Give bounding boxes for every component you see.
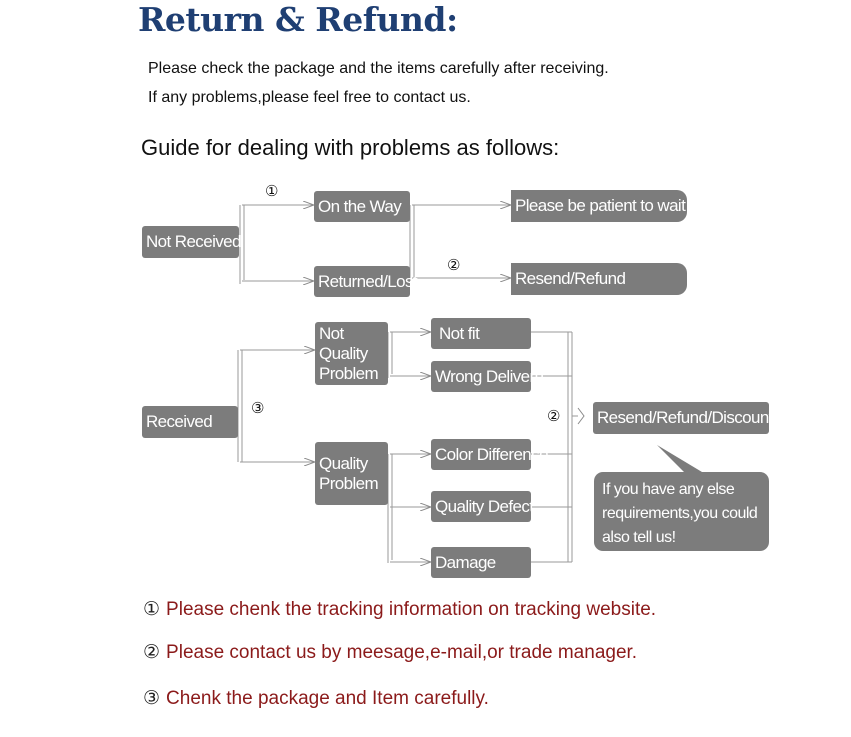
on-the-way-box: On the Way <box>314 191 410 222</box>
quality-line-1: Quality <box>319 453 368 473</box>
quality-line-2: Problem <box>319 473 379 493</box>
resend-refund-box: Resend/Refund <box>511 263 687 295</box>
guide-heading: Guide for dealing with problems as follo… <box>141 135 560 160</box>
resend-refund-discount-box: Resend/Refund/Discount <box>593 402 773 434</box>
footnote-3-number: ③ <box>143 688 161 709</box>
note-tail <box>657 445 712 478</box>
marker-three: ③ <box>251 400 265 417</box>
quality-defect-box: Quality Defect <box>431 491 534 522</box>
not-fit-box: Not fit <box>431 318 531 349</box>
marker-one: ① <box>265 183 279 200</box>
footnote-3-text: Chenk the package and Item carefully. <box>166 688 489 709</box>
marker-two: ② <box>447 257 461 274</box>
not-quality-problem-box: Not Quality Problem <box>315 322 388 385</box>
not-received-box: Not Received <box>142 226 241 258</box>
page-title: Return & Refund: <box>138 0 458 39</box>
note-bubble: If you have any else requirements,you co… <box>594 472 769 551</box>
color-difference-box: Color Difference <box>431 439 549 470</box>
note-line-2: requirements,you could <box>602 505 758 522</box>
not-quality-line-2: Quality <box>319 343 368 363</box>
footnote-2-number: ② <box>143 642 161 663</box>
quality-problem-box: Quality Problem <box>315 442 388 505</box>
not-quality-line-1: Not <box>319 323 344 343</box>
intro-line-2: If any problems,please feel free to cont… <box>148 89 471 106</box>
received-box: Received <box>142 406 238 438</box>
not-quality-line-3: Problem <box>319 363 379 383</box>
footnote-1-text: Please chenk the tracking information on… <box>166 599 657 620</box>
patient-box: Please be patient to wait <box>511 190 687 222</box>
wrong-delivery-box: Wrong Deliveru <box>431 361 544 392</box>
to-discount-chevron <box>577 407 585 425</box>
marker-two-received: ② <box>547 408 561 425</box>
footnote-1-number: ① <box>143 599 161 620</box>
intro-line-1: Please check the package and the items c… <box>148 60 609 77</box>
note-line-3: also tell us! <box>602 529 676 546</box>
returned-lost-box: Returned/Lost <box>314 266 418 297</box>
damage-box: Damage <box>431 547 531 578</box>
footnote-2-text: Please contact us by meesage,e-mail,or t… <box>166 642 638 663</box>
note-line-1: If you have any else <box>602 481 735 498</box>
